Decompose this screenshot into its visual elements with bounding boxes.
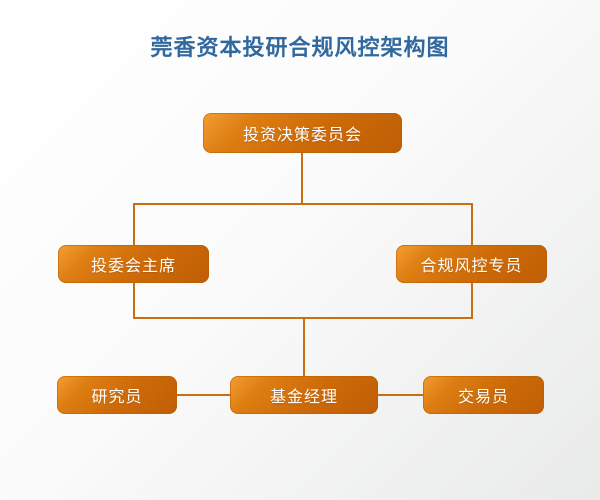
connector-researcher-fund <box>177 394 230 396</box>
node-trader: 交易员 <box>423 376 544 414</box>
connector-compliance-drop <box>471 205 473 245</box>
connector-upper-horizontal <box>133 203 473 205</box>
connector-lower-horizontal <box>133 317 473 319</box>
node-fund-manager: 基金经理 <box>230 376 378 414</box>
node-researcher: 研究员 <box>57 376 177 414</box>
connector-chairman-down <box>133 283 135 317</box>
connector-compliance-down <box>471 283 473 317</box>
node-compliance-officer: 合规风控专员 <box>396 245 547 283</box>
node-investment-committee: 投资决策委员会 <box>203 113 402 153</box>
diagram-title: 莞香资本投研合规风控架构图 <box>150 35 450 60</box>
connector-fund-manager-stem <box>303 319 305 376</box>
connector-committee-stem <box>301 153 303 203</box>
connector-chairman-drop <box>133 205 135 245</box>
node-committee-chairman: 投委会主席 <box>58 245 209 283</box>
connector-fund-trader <box>378 394 423 396</box>
